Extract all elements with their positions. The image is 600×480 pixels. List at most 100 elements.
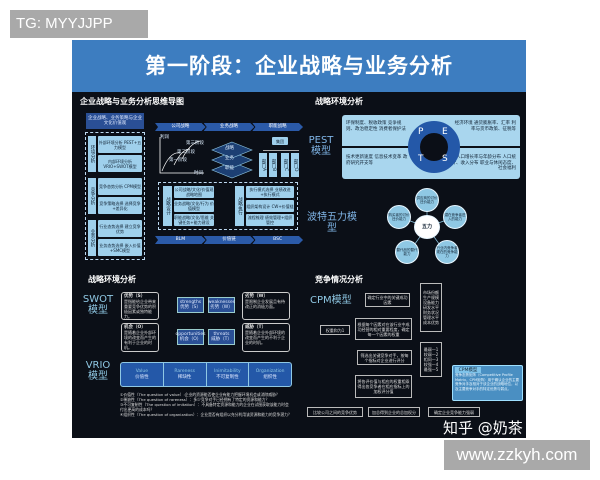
strategy-en: opportunities <box>175 331 206 337</box>
cpm-rating: 较强—4 <box>423 362 439 367</box>
force-circle: 购买者的讨价还价能力 <box>387 205 411 229</box>
group-item: 竞争态势分析 CPM模型 <box>98 178 142 195</box>
mindmap-analysis-group: 环境分析 外部环境分析 PEST+五力模型 内部环境分析 VRIO+SWOT模型… <box>85 132 145 260</box>
strategy-design-execute: 战略设计 公司战略/文化/价值观 战略地图 业务战略/文化/行为 价值模型 职能… <box>158 182 298 230</box>
group-label: 环境分析 <box>88 136 96 172</box>
vrio-note: ②稀缺性（The question of rareness）：多少竞争对手已经拥… <box>120 397 270 402</box>
execute-label: 战略执行 <box>235 186 244 226</box>
cpm-rating: 最强—5 <box>423 367 439 372</box>
zhihu-watermark: 知乎 @奶茶 <box>443 419 523 437</box>
cpm-weight: 权重和为1 <box>320 325 350 335</box>
cpm-rating: 最弱—1 <box>423 347 439 352</box>
cpm-info-text: 竞争态势矩阵（Competitive Profile Matrix，CPM矩阵）… <box>455 373 520 391</box>
cpm-label: CPM模型 <box>310 295 352 306</box>
vrio-en: Organization <box>255 369 285 374</box>
layer-label: 业务 <box>225 156 234 161</box>
vrio-note: ④组织性（The question of organization）：企业是否有… <box>120 412 292 417</box>
vrio-note: ③不可复制性（The question of imitation）：不具备特定资… <box>120 402 289 412</box>
watermark-site-label: www.zzkyh.com <box>444 440 590 470</box>
cpm-rating: 较弱—2 <box>423 352 439 357</box>
cpm-factor: 生产规模 <box>423 295 439 300</box>
org-child: 部门A <box>259 153 267 177</box>
force-circle: 行业内竞争者现在的竞争能力 <box>435 240 459 264</box>
cpm-bottom-step: 确定企业竞争能力强弱 <box>428 407 480 417</box>
pest-heading: 战略环境分析 <box>315 97 363 106</box>
group-item: 竞争策略选择 选择竞争+差异化 <box>98 197 142 214</box>
vrio-cn: 组织性 <box>263 374 277 380</box>
curve-stage: 第一阶段 <box>169 158 187 163</box>
curve-stage: 第三阶段 <box>186 141 204 146</box>
pest-p-text: 环保制度、税收政策 竞争规则、政治稳定性 消费者保护法 <box>346 121 406 132</box>
design-item: 业务战略/文化/行为 价值模型 <box>174 200 214 212</box>
vrio-en: Value <box>135 369 149 374</box>
top-chevrons: 公司战略 业务战略 职能战略 <box>155 123 304 131</box>
vrio-en: Rareness <box>174 369 195 374</box>
mindmap-top-box: 企业战略、业务策略与企业文化价值观 <box>86 113 144 129</box>
pest-letter: P <box>418 127 424 137</box>
org-child: 部门B <box>269 153 277 177</box>
swot-w-text: 是限制企业发展且有待改正的消极方面。 <box>245 299 285 309</box>
swot-t-box: 威胁（T）是随着企业外部环境的改变而产生的不利于企业的时机。 <box>242 323 290 352</box>
cpm-rating: 相同—3 <box>423 357 439 362</box>
org-child: 部门D <box>291 153 299 177</box>
execute-item: 组织架构设计 CW+价值链 <box>246 200 294 212</box>
swot-t-title: 威胁（T） <box>245 325 267 330</box>
design-item: 公司战略/文化/价值观 战略地图 <box>174 186 214 198</box>
org-root: 集团 <box>272 137 288 145</box>
chevron-item: 业务战略 <box>203 123 255 131</box>
cpm-step4: 将各评价值与相应的权重相乘得出各竞争者在相应指标上的加权评分值 <box>355 375 412 398</box>
swot-o-text: 是随着企业外部环境的改变而产生的有利于企业的时机。 <box>124 330 156 350</box>
chevron-item: 价值链 <box>203 236 255 244</box>
execute-item: 执行模式选择 业绩改进+执行模式 <box>246 186 294 198</box>
page-title: 第一阶段：企业战略与业务分析 <box>72 40 526 92</box>
cpm-factor: 市场份额 <box>423 290 439 295</box>
swot-w-title: 劣势（W） <box>245 294 268 299</box>
swot-label: SWOT 模型 <box>82 294 114 316</box>
vrio-en: Inimitability <box>214 369 241 374</box>
strategy-en: weaknesses <box>207 299 236 305</box>
strategy-cn: 劣势（W） <box>210 305 233 310</box>
swot-o-title: 机会（O） <box>124 325 146 330</box>
cpm-factors: 市场份额生产规模设备能力研发水平财务状况管理水平成本优势 <box>420 283 442 332</box>
vrio-note: ①价值性（The question of value）:企业的资源能否使企业有能… <box>120 392 280 397</box>
mindmap-heading: 企业战略与业务分析思维导图 <box>80 97 184 106</box>
cpm-factor: 研发水平 <box>423 305 439 310</box>
pest-label: PEST 模型 <box>308 135 334 157</box>
org-child: 部门C <box>281 153 289 177</box>
pest-ring <box>408 121 460 173</box>
curve-y-label: 利润 <box>160 135 169 140</box>
strategy-cn: 威胁（T） <box>211 337 232 342</box>
vrio-label: VRIO 模型 <box>85 360 111 382</box>
execute-item: 流程梳理 绩效管理+组织管控 <box>246 214 294 226</box>
group-label: 业务分析 <box>88 220 96 256</box>
cpm-step3: 筛选出关键竞争对手，按每个指标对企业进行评分 <box>357 350 412 365</box>
design-item: 职能战略/文化/思维 关键任务+能力建设 <box>174 214 214 226</box>
layers-diagram <box>211 141 253 179</box>
chevron-item: BSC <box>252 236 304 244</box>
cpm-bottom-step: 加总得到企业的总加权分 <box>368 407 420 417</box>
vrio-cn: 不可复制性 <box>216 374 239 380</box>
group-item: 业务态势选择 嵌入价值+SMC模型 <box>98 239 142 256</box>
pest-letter: E <box>442 127 448 137</box>
pest-letter: S <box>442 154 448 164</box>
cpm-heading: 竞争情况分析 <box>315 275 363 284</box>
force-circle: 潜在竞争者进入的能力 <box>443 205 467 229</box>
layer-label: 职能 <box>225 166 234 171</box>
swot-s-title: 优势（S） <box>124 294 146 299</box>
bottom-chevrons: BLM 价值链 BSC <box>155 236 304 244</box>
swot-t-text: 是随着企业外部环境的改变而产生的不利于企业的时机。 <box>245 330 285 345</box>
swot-heading: 战略环境分析 <box>88 275 136 284</box>
org-line <box>263 150 299 151</box>
five-forces-label: 波特五力模型 <box>307 212 357 234</box>
group-label: 竞争分析 <box>88 178 96 214</box>
design-label: 战略设计 <box>163 186 172 226</box>
group-item: 外部环境分析 PEST+五力模型 <box>98 136 142 153</box>
